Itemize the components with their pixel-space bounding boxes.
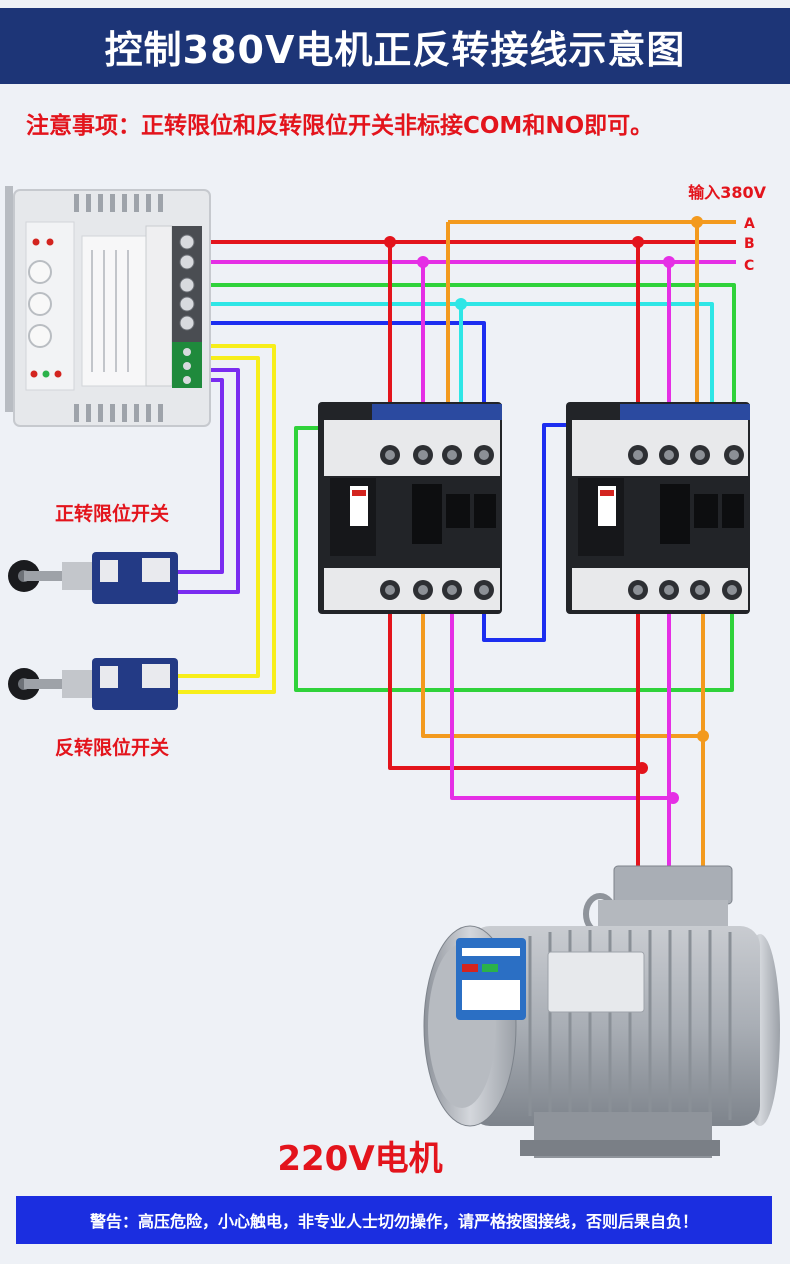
- motor-label: 220V电机: [277, 1139, 442, 1179]
- phase-a-label: A: [744, 216, 755, 232]
- wire-yellow-reverse-1: [178, 344, 276, 694]
- wireless-controller-icon: [5, 186, 211, 427]
- phase-c-label: C: [744, 258, 754, 274]
- forward-limit-label: 正转限位开关: [55, 502, 169, 525]
- notice-text: 注意事项：正转限位和反转限位开关非标接COM和NO即可。: [26, 113, 654, 139]
- phase-b-label: B: [744, 236, 755, 252]
- title-bar: 控制380V电机正反转接线示意图: [0, 8, 790, 84]
- input-380v-label: 输入380V: [688, 183, 766, 202]
- junction-dots: [384, 216, 709, 804]
- reverse-limit-label: 反转限位开关: [55, 736, 169, 759]
- contactor-forward-icon: [318, 402, 502, 614]
- wire-purple-forward-1: [178, 368, 240, 594]
- wire-green-controller: [190, 283, 736, 455]
- wires: [178, 220, 736, 880]
- contactor-reverse-icon: [566, 402, 750, 614]
- wire-yellow-reverse-2: [178, 356, 260, 678]
- wire-orange-output-k1: [421, 590, 703, 738]
- warning-text: 警告：高压危险，小心触电，非专业人士切勿操作，请严格按图接线，否则后果自负！: [89, 1212, 698, 1231]
- warning-bar: 警告：高压危险，小心触电，非专业人士切勿操作，请严格按图接线，否则后果自负！: [16, 1196, 772, 1244]
- limit-switch-forward-icon: [8, 552, 178, 604]
- limit-switch-reverse-icon: [8, 658, 178, 710]
- page-title: 控制380V电机正反转接线示意图: [104, 27, 686, 72]
- wire-red-output-k1: [388, 590, 642, 770]
- wire-magenta-output-k1: [450, 590, 673, 800]
- motor-icon: [423, 865, 780, 1158]
- wire-blue-interlock: [482, 423, 580, 642]
